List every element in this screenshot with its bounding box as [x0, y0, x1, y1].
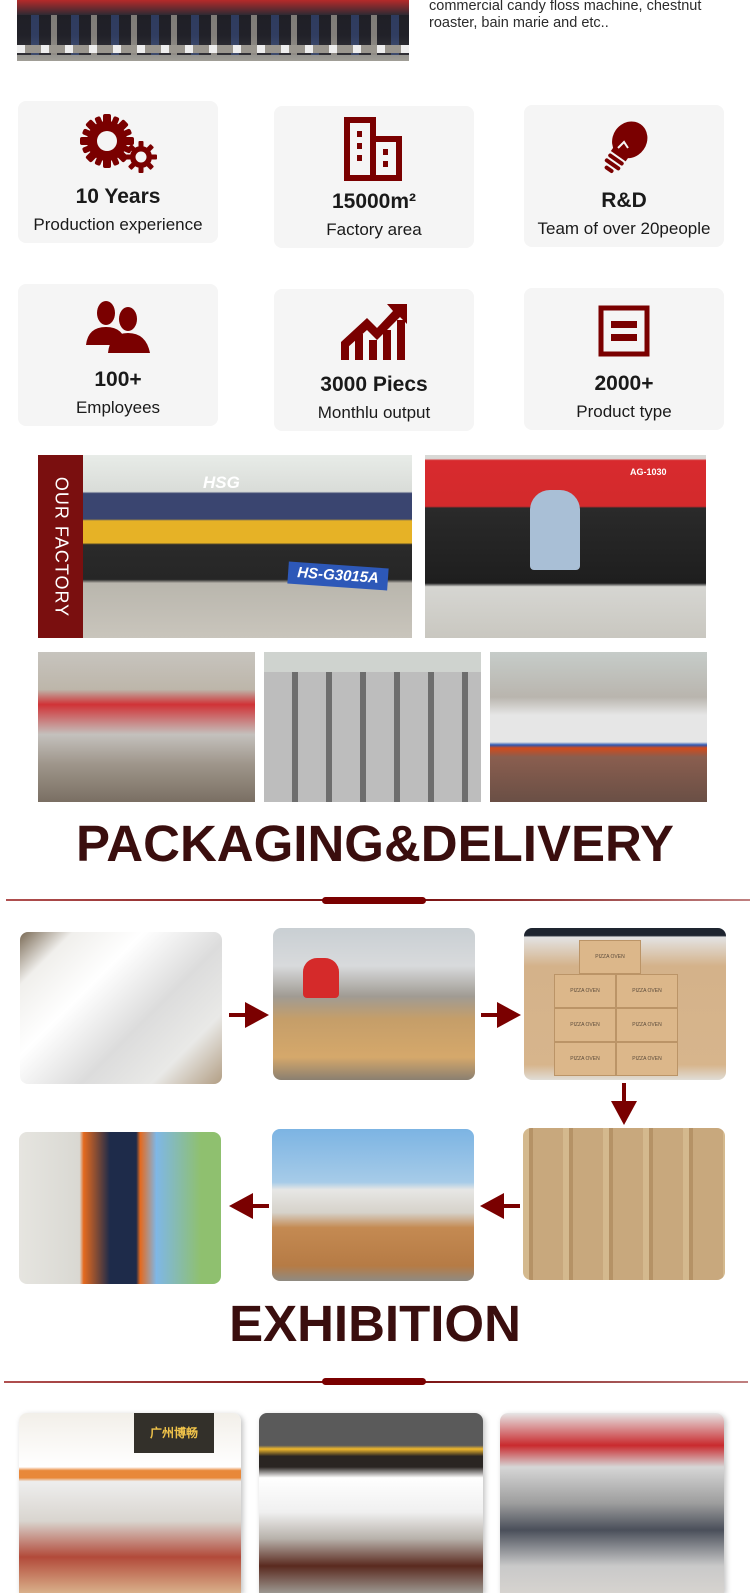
packaging-step-boxing — [273, 928, 475, 1080]
arrow-left-icon — [480, 1193, 520, 1219]
exhibition-title: EXHIBITION — [229, 1295, 521, 1352]
booth-sign: 广州博畅 — [134, 1413, 214, 1453]
stat-value: 2000+ — [594, 372, 654, 395]
building-icon — [274, 117, 474, 181]
stat-value: 10 Years — [75, 185, 161, 208]
arrow-down-icon — [611, 1083, 637, 1125]
gears-icon — [18, 113, 218, 175]
factory-photo-assembly-line — [38, 652, 255, 802]
exhibition-photo-booth-1: 广州博畅 — [19, 1413, 241, 1593]
stat-card-experience: 10 Years Production experience — [18, 101, 218, 243]
stat-label: Team of over 20people — [537, 219, 711, 238]
our-factory-text: OUR FACTORY — [51, 476, 71, 617]
stat-value: 100+ — [94, 368, 142, 391]
box-label: PIZZA OVEN — [579, 940, 641, 974]
exhibition-photo-booth-2 — [259, 1413, 483, 1593]
exhibition-photo-booth-3 — [500, 1413, 724, 1593]
machine-brand: HSG — [203, 473, 240, 492]
list-box-icon — [524, 300, 724, 362]
arrow-right-icon — [481, 1002, 521, 1028]
box-label: PIZZA OVEN — [616, 1042, 678, 1076]
stat-card-monthly-output: 3000 Piecs Monthlu output — [274, 289, 474, 431]
packaging-title: PACKAGING&DELIVERY — [76, 815, 674, 872]
box-label: PIZZA OVEN — [554, 1008, 616, 1042]
packaging-step-wooden-crates — [523, 1128, 725, 1280]
box-label: PIZZA OVEN — [616, 974, 678, 1008]
factory-photo-laser-cutter: HSG HS-G3015A — [83, 455, 412, 638]
arrow-left-icon — [229, 1193, 269, 1219]
box-label: PIZZA OVEN — [554, 974, 616, 1008]
people-icon — [18, 296, 218, 358]
worker — [530, 490, 580, 570]
our-factory-label: OUR FACTORY — [38, 455, 83, 638]
lightbulb-icon — [524, 117, 724, 179]
press-model: AG-1030 — [630, 467, 667, 477]
stat-value: R&D — [601, 189, 647, 212]
delivery-step-container-loading — [19, 1132, 221, 1284]
box-label: PIZZA OVEN — [616, 1008, 678, 1042]
stat-value: 15000m² — [331, 190, 417, 213]
packaging-step-foam — [20, 932, 222, 1084]
stat-card-factory-area: 15000m² Factory area — [274, 106, 474, 248]
team-photo-shoes — [17, 45, 409, 53]
stat-card-employees: 100+ Employees — [18, 284, 218, 426]
intro-text: commercial candy floss machine, chestnut… — [429, 0, 702, 31]
machine-model: HS-G3015A — [287, 561, 389, 591]
stat-label: Monthlu output — [317, 403, 431, 422]
factory-photo-fryers — [264, 652, 481, 802]
box-label: PIZZA OVEN — [554, 1042, 616, 1076]
divider-pill — [322, 1378, 426, 1385]
stat-label: Employees — [75, 398, 161, 417]
stat-value: 3000 Piecs — [320, 373, 428, 396]
worker — [303, 958, 339, 998]
arrow-right-icon — [229, 1002, 269, 1028]
growth-chart-icon — [274, 301, 474, 363]
factory-photo-ovens — [490, 652, 707, 802]
packaging-step-stacked-boxes: PIZZA OVEN PIZZA OVEN PIZZA OVEN PIZZA O… — [524, 928, 726, 1080]
divider-pill — [322, 897, 426, 904]
stat-card-rnd: R&D Team of over 20people — [524, 105, 724, 247]
stat-label: Product type — [576, 402, 672, 421]
delivery-step-warehouse — [272, 1129, 474, 1281]
stat-label: Factory area — [326, 220, 422, 239]
stat-card-product-type: 2000+ Product type — [524, 288, 724, 430]
stat-label: Production experience — [33, 215, 203, 234]
team-photo — [17, 0, 409, 61]
factory-photo-press-brake: AG-1030 — [425, 455, 706, 638]
